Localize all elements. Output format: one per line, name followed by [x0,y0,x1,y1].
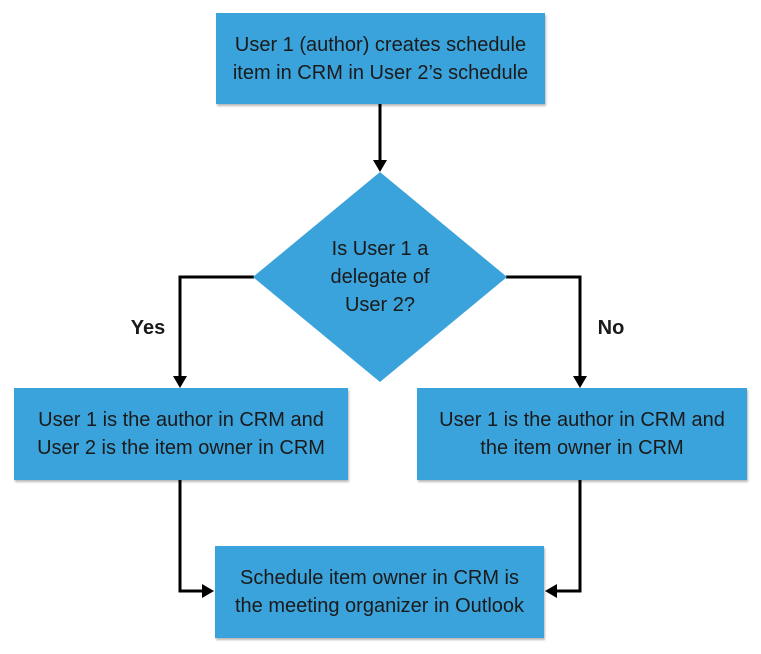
edge-label-yes: Yes [130,317,166,339]
arrowhead-decision-no [573,376,587,388]
node-yes-result-line1: User 1 is the author in CRM and [38,409,324,431]
node-start-line2: item in CRM in User 2’s schedule [232,61,529,84]
node-no-result-line1: User 1 is the author in CRM and [439,409,725,431]
arrowhead-no-result-to-end [545,584,557,598]
edge-decision-yes [178,275,254,377]
arrowhead-start-to-decision [373,160,387,172]
edge-no-result-to-end [556,480,582,593]
edge-yes-result-to-end [178,480,203,593]
node-start: User 1 (author) creates schedule item in… [216,13,545,104]
node-start-line1: User 1 (author) creates schedule [234,33,527,56]
node-decision-line3: User 2? [344,294,416,316]
node-decision: Is User 1 a delegate of User 2? [253,172,507,382]
node-no-result-line2: the item owner in CRM [480,437,684,459]
node-end-line2: the meeting organizer in Outlook [234,595,525,617]
node-end-line1: Schedule item owner in CRM is [240,567,519,589]
node-yes-result: User 1 is the author in CRM and User 2 i… [14,388,348,480]
node-yes-result-line2: User 2 is the item owner in CRM [37,437,325,459]
node-decision-line1: Is User 1 a [331,238,429,260]
arrowhead-yes-result-to-end [202,584,214,598]
edge-label-no: No [597,317,625,339]
node-end: Schedule item owner in CRM is the meetin… [215,546,544,638]
arrowhead-decision-yes [173,376,187,388]
edge-decision-no [506,275,582,377]
node-decision-line2: delegate of [330,266,430,288]
node-no-result: User 1 is the author in CRM and the item… [417,388,747,480]
